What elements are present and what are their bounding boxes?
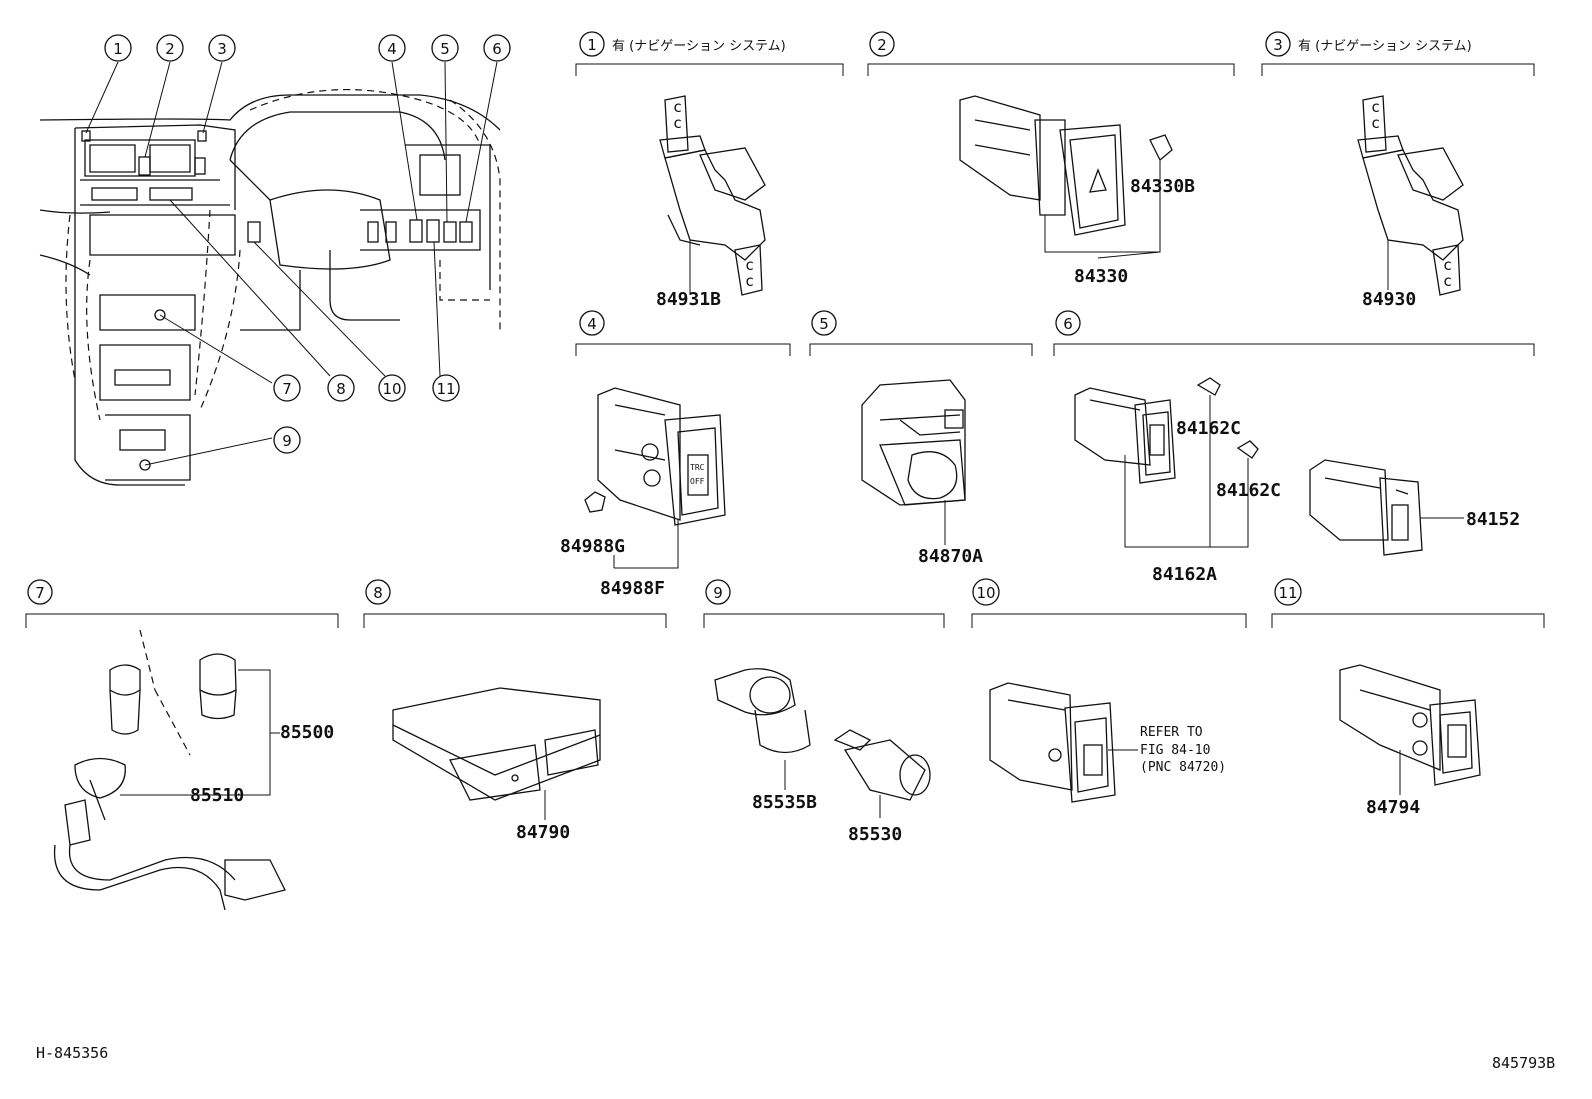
part-84330B-label: 84330B [1130,176,1195,197]
svg-text:c: c [745,256,754,274]
callout-4: 4 [378,34,406,62]
callout-4-number: 4 [387,40,397,58]
part-84330-drawing [959,95,1173,259]
section-3-number: 3 [1273,36,1283,54]
part-84162C-label-1: 84162C [1176,418,1241,439]
section-9-header: 9 [703,579,945,628]
section-7-header: 7 [25,579,339,628]
part-85510-label: 85510 [190,785,244,806]
part-84720-drawing [989,682,1138,803]
part-84931B-drawing: cc cc [659,95,766,296]
part-84988F-drawing: TRC OFF [584,387,726,569]
svg-text:c: c [673,114,682,132]
part-84988F-label: 84988F [600,578,665,599]
section-11-header: 11 [1271,578,1545,628]
part-84330-label: 84330 [1074,266,1128,287]
part-85535B-label: 85535B [752,792,817,813]
callout-5: 5 [431,34,459,62]
svg-text:c: c [1371,114,1380,132]
part-85530-drawing [833,729,931,818]
section-4-header: 4 [575,310,791,356]
trc-text: TRC [690,463,705,472]
footer-left-code: H-845356 [36,1044,108,1062]
section-1-header: 1 有 (ナビゲーション システム) [575,31,844,76]
refer-note-line1: REFER TO [1140,725,1203,740]
part-84930-label: 84930 [1362,289,1416,310]
section-3-header: 3 有 (ナビゲーション システム) [1261,31,1535,76]
callout-1: 1 [104,34,132,62]
section-6-header: 6 [1053,310,1535,356]
callout-9: 9 [273,426,301,454]
dashboard-overview [39,61,501,486]
part-84794-drawing [1339,664,1481,795]
part-84988G-label: 84988G [560,536,625,557]
part-84152-drawing [1309,459,1464,556]
callout-8-number: 8 [336,380,346,398]
part-84794-label: 84794 [1366,797,1420,818]
callout-7: 7 [273,374,301,402]
refer-note-line3: (PNC 84720) [1140,760,1226,775]
section-6-number: 6 [1063,315,1073,333]
part-85500-label: 85500 [280,722,334,743]
callout-6-number: 6 [492,40,502,58]
section-3-note: 有 (ナビゲーション システム) [1298,39,1472,54]
callout-10: 10 [378,374,406,402]
svg-text:c: c [1443,256,1452,274]
refer-note-line2: FIG 84-10 [1140,743,1210,758]
callout-11-number: 11 [436,380,455,398]
off-text: OFF [690,477,705,486]
part-84162A-drawing [1074,377,1259,548]
section-5-header: 5 [809,310,1033,356]
part-84870A-label: 84870A [918,546,983,567]
svg-text:c: c [673,98,682,116]
part-85530-label: 85530 [848,824,902,845]
part-84152-label: 84152 [1466,509,1520,530]
svg-text:c: c [1443,272,1452,290]
section-10-number: 10 [976,584,995,602]
section-8-number: 8 [373,584,383,602]
part-84162A-label: 84162A [1152,564,1217,585]
callout-7-number: 7 [282,380,292,398]
section-4-number: 4 [587,315,597,333]
section-2-number: 2 [877,36,887,54]
part-85535B-drawing [714,668,811,790]
part-84790-drawing [392,687,601,820]
callout-8: 8 [327,374,355,402]
section-2-header: 2 [867,31,1235,76]
callout-1-number: 1 [113,40,123,58]
callout-3: 3 [208,34,236,62]
callout-9-number: 9 [282,432,292,450]
section-1-note: 有 (ナビゲーション システム) [612,39,786,54]
callout-5-number: 5 [440,40,450,58]
part-84790-label: 84790 [516,822,570,843]
callout-6: 6 [483,34,511,62]
callout-3-number: 3 [217,40,227,58]
svg-text:c: c [1371,98,1380,116]
callout-11: 11 [432,374,460,402]
section-5-number: 5 [819,315,829,333]
svg-text:c: c [745,272,754,290]
callout-10-number: 10 [382,380,401,398]
section-10-header: 10 [971,578,1247,628]
section-8-header: 8 [363,579,667,628]
part-84870A-drawing [861,379,966,545]
callout-2: 2 [156,34,184,62]
section-7-number: 7 [35,584,45,602]
section-1-number: 1 [587,36,597,54]
part-84930-drawing: cc cc [1357,95,1464,296]
part-84162C-label-2: 84162C [1216,480,1281,501]
section-11-number: 11 [1278,584,1297,602]
part-84931B-label: 84931B [656,289,721,310]
callout-2-number: 2 [165,40,175,58]
part-85500-drawing [53,629,286,911]
section-9-number: 9 [713,584,723,602]
footer-right-code: 845793B [1492,1054,1555,1072]
